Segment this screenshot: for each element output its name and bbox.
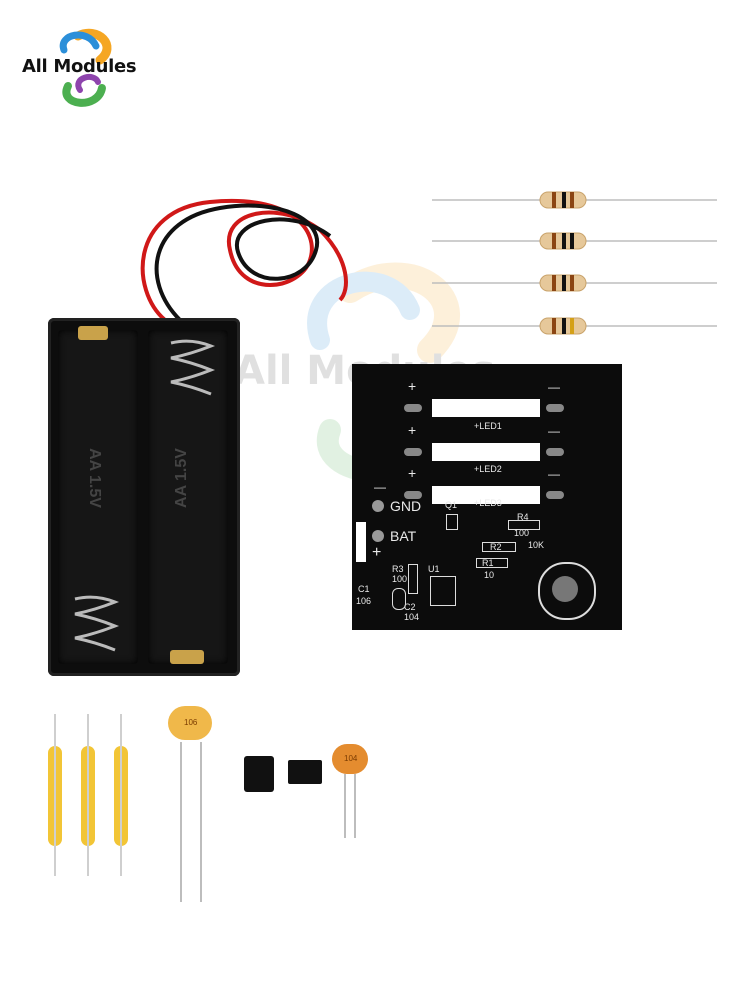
r4-value: 100 — [514, 528, 530, 538]
gnd-label: GND — [390, 498, 422, 514]
minus-label: — — [548, 467, 560, 481]
battery-label: AA 1.5V — [173, 448, 190, 508]
pcb-board: +LED1 +LED2 +LED3 + + + — — — — GND BAT … — [352, 364, 622, 630]
pad — [546, 404, 564, 412]
spring-icon — [74, 595, 120, 652]
led-slot — [432, 486, 540, 504]
c1-label: C1 — [358, 584, 370, 594]
pad — [404, 491, 422, 499]
battery-wires — [140, 198, 348, 322]
capacitor-lead — [200, 742, 202, 902]
resistor — [432, 317, 717, 335]
r4-footprint — [508, 520, 540, 530]
pad — [546, 448, 564, 456]
led-lead — [87, 714, 89, 876]
u1-label: U1 — [428, 564, 440, 574]
u1-footprint — [430, 576, 456, 606]
resistor — [432, 274, 717, 292]
led-label: +LED2 — [474, 464, 502, 474]
c2-label: C2 — [404, 602, 416, 612]
q1-footprint — [446, 514, 458, 530]
ic-chip — [288, 760, 322, 784]
r3-footprint — [408, 564, 418, 594]
plus-label: + — [372, 544, 382, 561]
pad — [404, 448, 422, 456]
minus-label: — — [374, 480, 386, 494]
r2-footprint — [482, 542, 516, 552]
logo-text: All Modules — [22, 56, 137, 77]
capacitor-lead — [354, 774, 356, 838]
r1-value: 10 — [484, 570, 495, 580]
battery-indicator — [356, 522, 366, 562]
plus-label: + — [408, 378, 417, 394]
minus-label: — — [548, 380, 560, 394]
capacitor-small: 104 — [332, 744, 368, 774]
led-lead — [54, 714, 56, 876]
capacitor-lead — [344, 774, 346, 838]
contact-terminal — [78, 326, 108, 340]
battery-holder: AA 1.5V AA 1.5V — [48, 318, 240, 676]
resistor — [432, 232, 717, 250]
capacitor-lead — [180, 742, 182, 902]
r1-footprint — [476, 558, 508, 568]
touch-pad — [538, 562, 596, 620]
contact-terminal — [170, 650, 204, 664]
gnd-pad — [372, 500, 384, 512]
c2-footprint — [392, 588, 406, 610]
r1-label: R1 — [482, 558, 494, 568]
led-lead — [120, 714, 122, 876]
r3-value: 100 — [392, 574, 408, 584]
plus-label: + — [408, 465, 417, 481]
pad — [546, 491, 564, 499]
r2-value: 10K — [528, 540, 545, 550]
led-label: +LED3 — [474, 498, 502, 508]
battery-label: AA 1.5V — [86, 448, 103, 508]
capacitor-large: 106 — [168, 706, 212, 740]
r3-label: R3 — [392, 564, 404, 574]
led-slot — [432, 443, 540, 461]
minus-label: — — [548, 424, 560, 438]
led-slot — [432, 399, 540, 417]
transistor-chip — [244, 756, 274, 792]
bat-pad — [372, 530, 384, 542]
led-label: +LED1 — [474, 421, 502, 431]
c2-value: 104 — [404, 612, 420, 622]
resistor — [432, 191, 717, 209]
q1-label: Q1 — [445, 500, 458, 510]
capacitor-small-label: 104 — [344, 754, 358, 763]
logo-swirl-icon — [59, 28, 112, 107]
r4-label: R4 — [517, 512, 529, 522]
r2-label: R2 — [490, 542, 502, 552]
resistors — [432, 191, 717, 335]
brand-logo: All Modules — [18, 26, 148, 110]
pad — [404, 404, 422, 412]
bat-label: BAT — [390, 528, 417, 544]
spring-icon — [170, 339, 216, 396]
capacitor-large-label: 106 — [184, 718, 198, 727]
c1-value: 106 — [356, 596, 372, 606]
touch-sensor — [552, 576, 578, 602]
plus-label: + — [408, 422, 417, 438]
